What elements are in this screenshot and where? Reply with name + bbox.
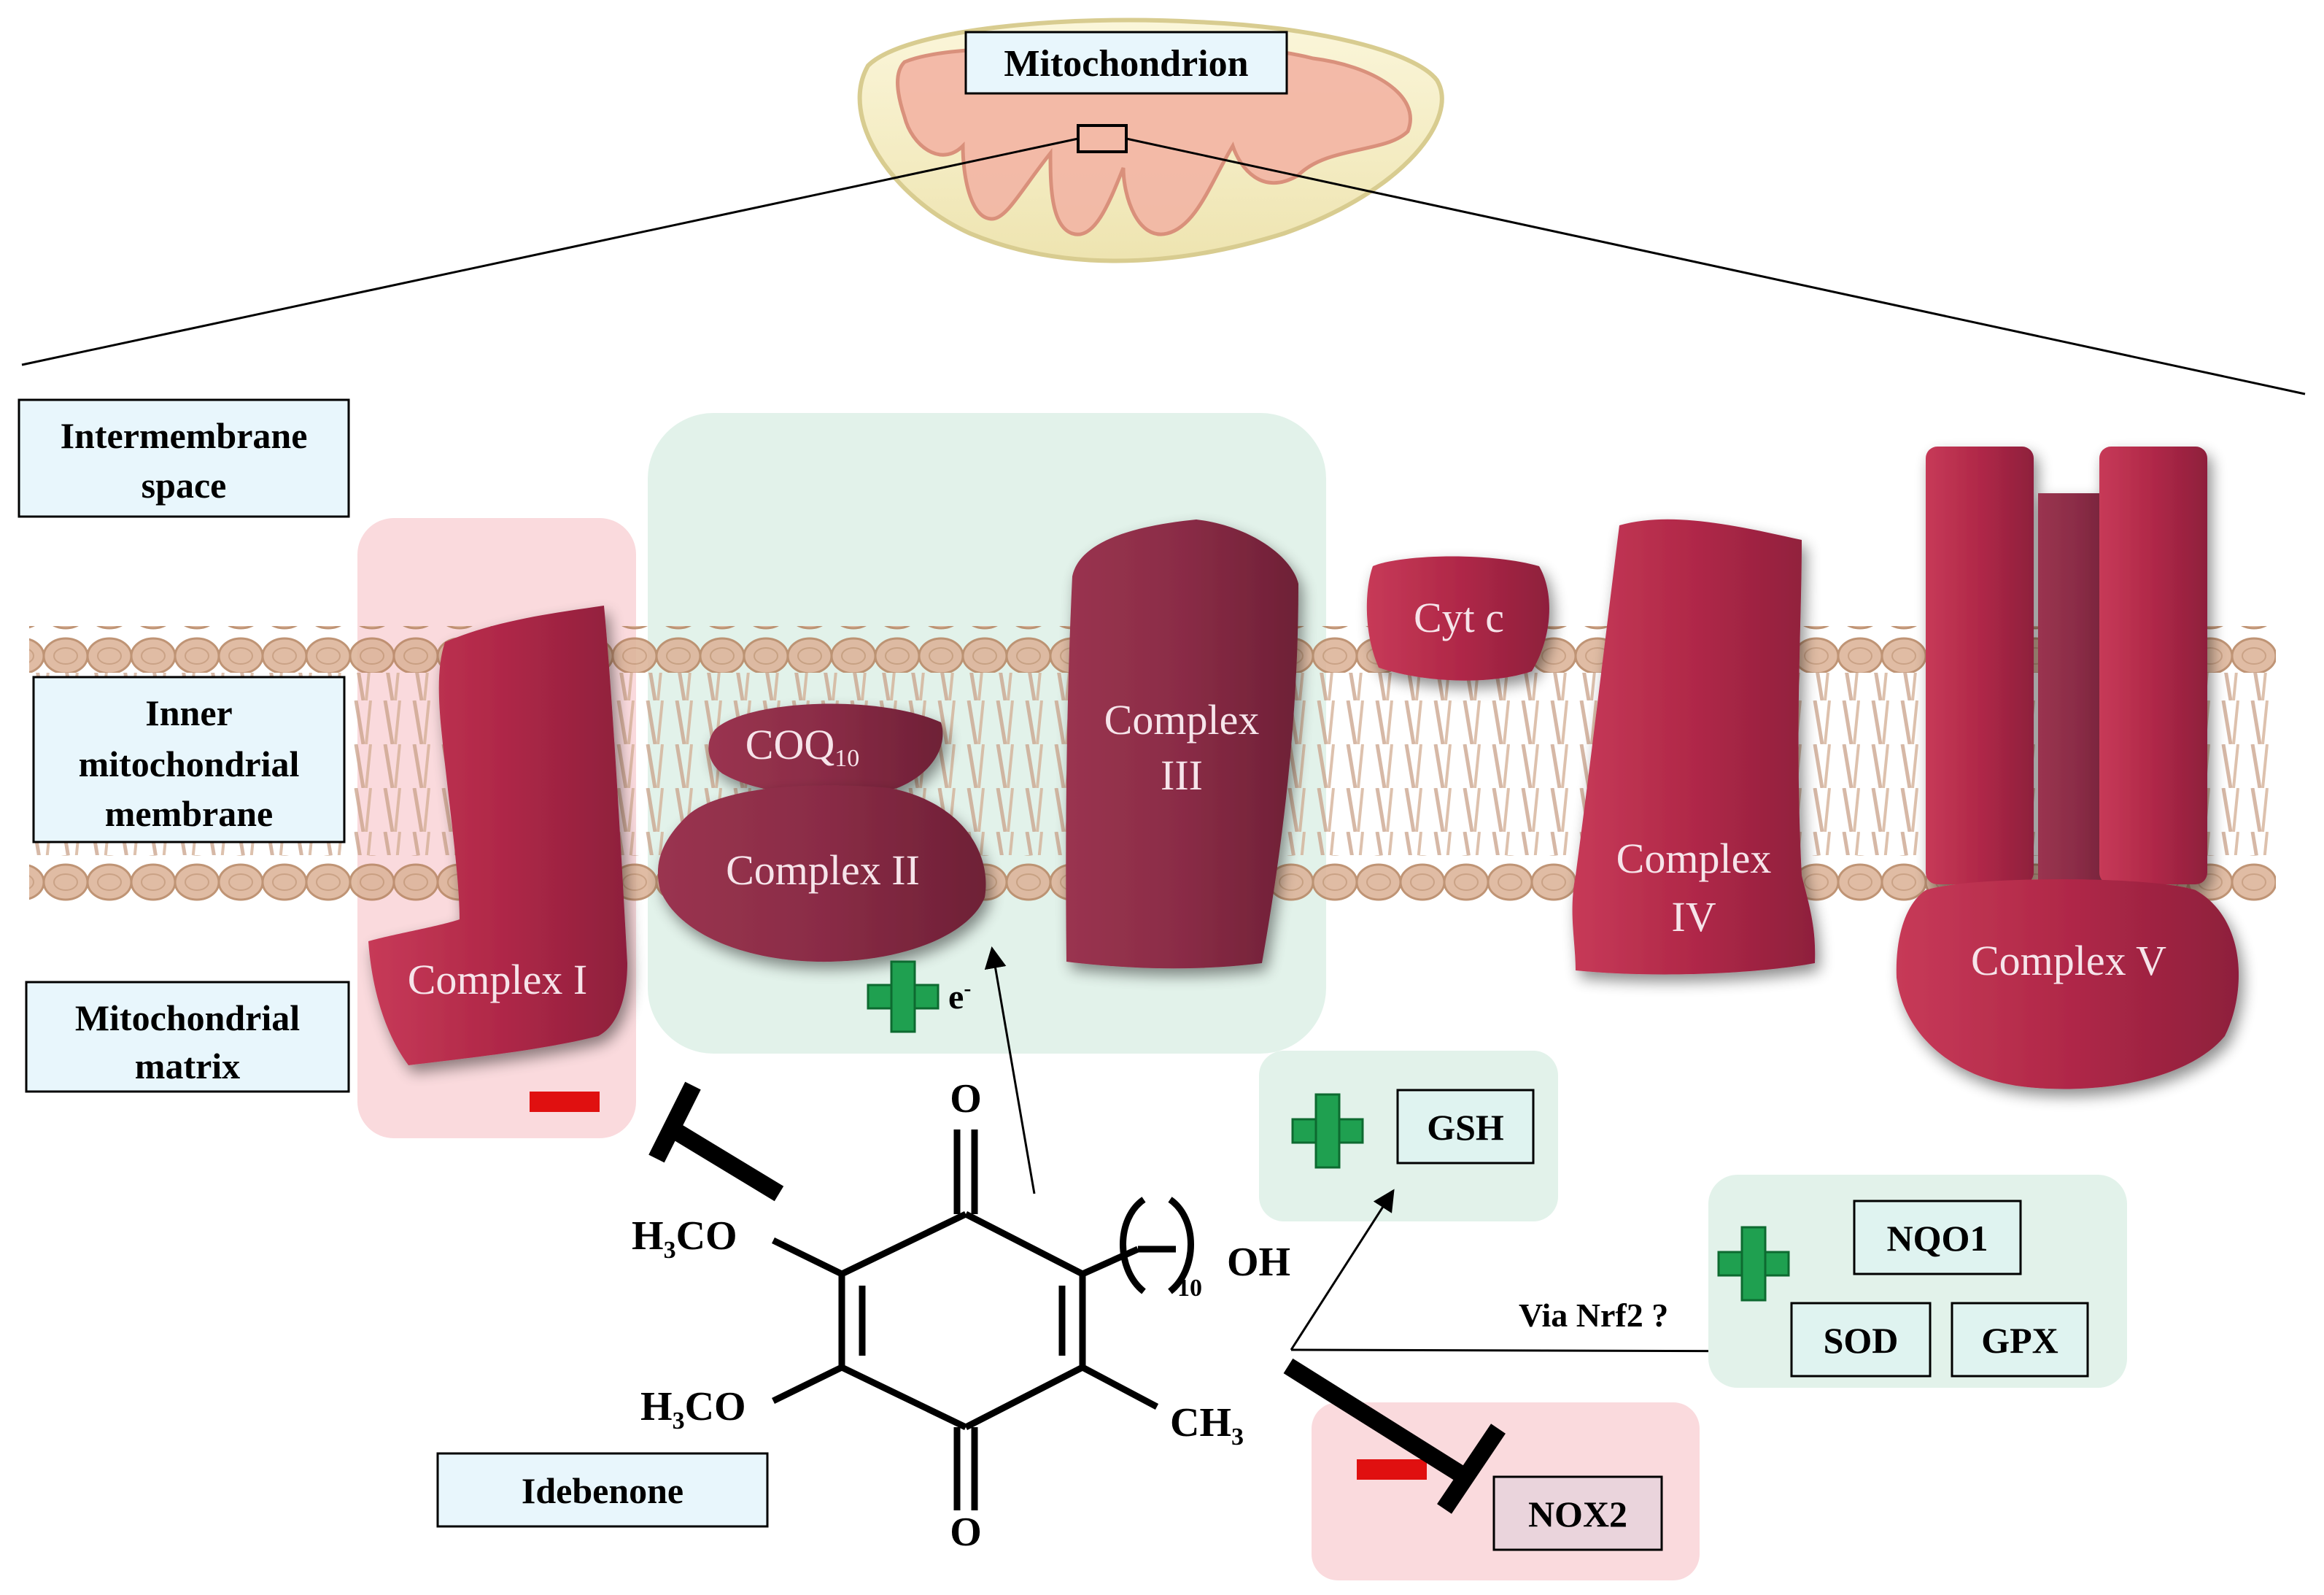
coq10-shape — [708, 703, 943, 796]
gsh-arrow — [1290, 1189, 1395, 1351]
gpx-label-box — [1951, 1302, 2089, 1378]
complex4-shape — [1572, 519, 1816, 975]
electron-label: e- — [948, 976, 971, 1016]
cytc-label: Cyt c — [1414, 594, 1504, 641]
complex2-label: Complex II — [726, 846, 920, 894]
title-text: Mitochondrion — [1004, 43, 1248, 85]
complex1-inhibition-icon — [648, 1081, 784, 1202]
zoom-line-right — [1126, 137, 2306, 395]
nqo1-label-box — [1853, 1200, 2022, 1275]
via-nrf2-label: Via Nrf2 ? — [1519, 1297, 1668, 1334]
electron-arrow — [984, 946, 1036, 1194]
matrix-label-box — [25, 981, 350, 1093]
gsh-label-box — [1396, 1089, 1535, 1165]
title-box — [964, 31, 1288, 95]
nox2-label: NOX2 — [1528, 1494, 1627, 1534]
nox2-inhibition-icon — [1283, 1358, 1506, 1514]
antioxidant-plus-icon — [1717, 1226, 1790, 1302]
matrix-label-line1: Mitochondrial — [75, 997, 300, 1038]
inner-membrane-label-line1: Inner — [145, 692, 232, 733]
intermembrane-label-line2: space — [142, 465, 227, 506]
idebenone-label-box — [436, 1452, 769, 1528]
complex3-label-line2: III — [1161, 752, 1203, 799]
gsh-plus-icon — [1291, 1093, 1364, 1169]
complex5-label: Complex V — [1971, 937, 2166, 984]
sod-label: SOD — [1824, 1320, 1899, 1361]
chain-subscript: 10 — [1177, 1275, 1202, 1302]
hydroxyl-label: OH — [1227, 1240, 1290, 1285]
complex4-label-line2: IV — [1671, 893, 1716, 941]
complex5-shape — [1896, 447, 2239, 1089]
coq10-label: COQ10 — [745, 721, 859, 772]
cytc-shape — [1366, 556, 1549, 681]
complex2-shape — [657, 785, 986, 962]
intermembrane-label-box — [18, 398, 350, 518]
complex1-minus-icon — [530, 1092, 600, 1112]
methoxy1-label: H3CO — [632, 1213, 737, 1264]
oxygen-bottom: O — [950, 1510, 982, 1555]
sod-label-box — [1790, 1302, 1932, 1378]
gsh-label: GSH — [1427, 1107, 1504, 1148]
nox2-label-box — [1492, 1475, 1663, 1551]
complex3-shape — [1066, 520, 1298, 969]
nrf2-arrow — [1290, 1340, 1779, 1362]
nqo1-label: NQO1 — [1887, 1218, 1988, 1259]
zoom-line-left — [21, 137, 1079, 366]
idebenone-label: Idebenone — [522, 1470, 683, 1511]
matrix-label-line2: matrix — [135, 1046, 240, 1086]
complex1-label: Complex I — [408, 956, 587, 1003]
methoxy2-label: H3CO — [640, 1384, 746, 1434]
methyl-label: CH3 — [1170, 1400, 1244, 1451]
oxygen-top: O — [950, 1076, 982, 1121]
gpx-label: GPX — [1981, 1320, 2058, 1361]
intermembrane-label-line1: Intermembrane — [61, 415, 308, 456]
complex1-shape — [368, 606, 627, 1065]
inner-membrane-label-line2: mitochondrial — [79, 744, 300, 784]
nox2-minus-icon — [1357, 1459, 1427, 1480]
complex3-label-line1: Complex — [1104, 696, 1260, 744]
inner-membrane-label-box — [32, 676, 346, 843]
complex4-label-line1: Complex — [1616, 835, 1772, 882]
complex2-plus-icon — [867, 960, 940, 1033]
inner-membrane-label-line3: membrane — [105, 793, 274, 834]
idebenone-structure — [772, 1129, 1194, 1510]
